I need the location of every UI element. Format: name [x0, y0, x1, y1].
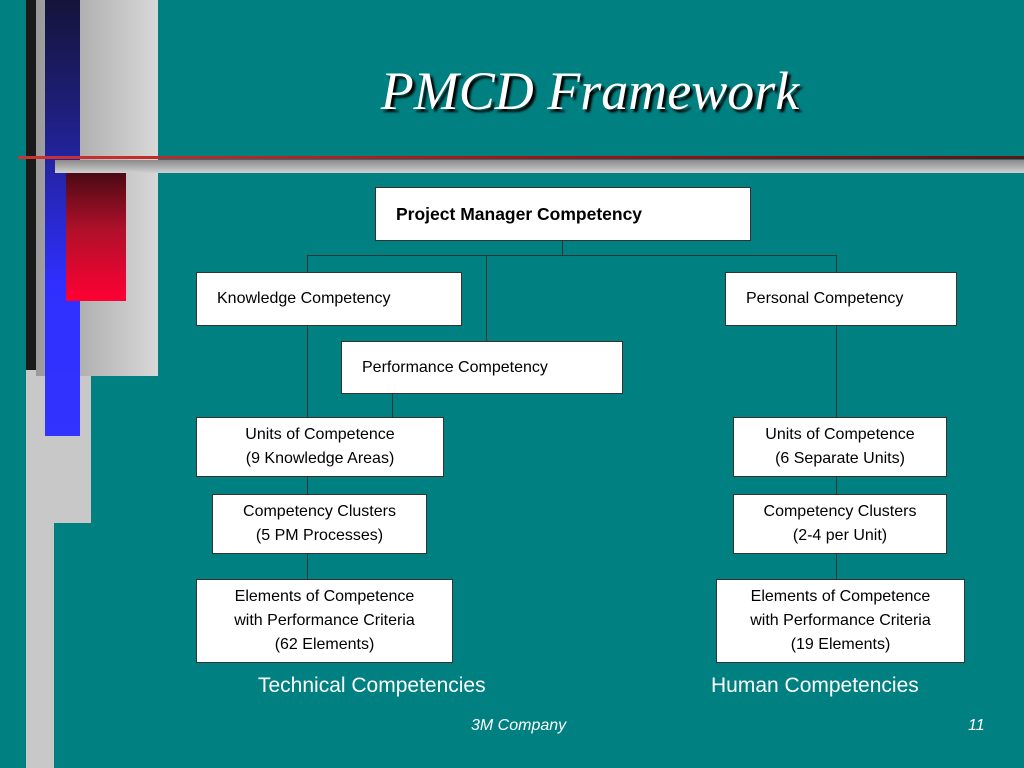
personal-competency-label: Personal Competency — [746, 290, 904, 307]
connector-knowledge-drop — [307, 255, 308, 273]
connector-performance-drop — [486, 255, 487, 342]
human-units-box: Units of Competence (6 Separate Units) — [733, 417, 947, 477]
connector-personal-drop — [836, 255, 837, 273]
technical-units-line-2: (9 Knowledge Areas) — [245, 450, 395, 467]
technical-clusters-line-1: Competency Clusters — [243, 503, 396, 520]
technical-elements-line-1: Elements of Competence — [234, 588, 415, 605]
connector-tech-clusters-to-elements — [307, 553, 308, 580]
technical-elements-line-3: (62 Elements) — [274, 636, 375, 653]
decor-gray-long-bar — [26, 370, 54, 768]
human-competencies-caption: Human Competencies — [711, 674, 919, 697]
human-clusters-line-1: Competency Clusters — [763, 503, 917, 520]
connector-performance-to-units — [392, 393, 393, 418]
knowledge-competency-label: Knowledge Competency — [217, 290, 391, 307]
title-divider-shadow — [55, 160, 1024, 173]
human-elements-line-1: Elements of Competence — [750, 588, 931, 605]
human-clusters-line-2: (2-4 per Unit) — [792, 527, 888, 544]
connector-knowledge-to-units — [307, 325, 308, 418]
technical-competencies-caption: Technical Competencies — [258, 674, 486, 697]
technical-elements-box: Elements of Competence with Performance … — [196, 579, 453, 663]
connector-horizontal-bus — [307, 255, 837, 256]
technical-units-box: Units of Competence (9 Knowledge Areas) — [196, 417, 444, 477]
human-elements-line-2: with Performance Criteria — [750, 612, 931, 629]
human-units-line-1: Units of Competence — [765, 426, 915, 443]
human-elements-line-3: (19 Elements) — [790, 636, 891, 653]
connector-human-units-to-clusters — [836, 476, 837, 495]
technical-units-line-1: Units of Competence — [245, 426, 395, 443]
technical-elements-line-2: with Performance Criteria — [234, 612, 415, 629]
footer-company: 3M Company — [471, 717, 567, 734]
personal-competency-box: Personal Competency — [725, 272, 957, 326]
knowledge-competency-box: Knowledge Competency — [196, 272, 462, 326]
performance-competency-box: Performance Competency — [341, 341, 623, 394]
connector-tech-units-to-clusters — [307, 476, 308, 495]
title-divider-line — [18, 156, 1024, 159]
connector-personal-to-units — [836, 325, 837, 418]
decor-red-block — [66, 172, 126, 301]
technical-clusters-line-2: (5 PM Processes) — [255, 527, 384, 544]
human-units-line-2: (6 Separate Units) — [775, 450, 905, 467]
slide-title: PMCD Framework — [380, 61, 800, 121]
slide-number: 11 — [968, 717, 985, 734]
human-elements-box: Elements of Competence with Performance … — [716, 579, 965, 663]
connector-root-down — [562, 240, 563, 256]
technical-clusters-box: Competency Clusters (5 PM Processes) — [212, 494, 427, 554]
performance-competency-label: Performance Competency — [362, 358, 548, 376]
connector-human-clusters-to-elements — [836, 553, 837, 580]
project-manager-competency-label: Project Manager Competency — [396, 204, 643, 224]
human-clusters-box: Competency Clusters (2-4 per Unit) — [733, 494, 947, 554]
project-manager-competency-box: Project Manager Competency — [375, 187, 751, 241]
